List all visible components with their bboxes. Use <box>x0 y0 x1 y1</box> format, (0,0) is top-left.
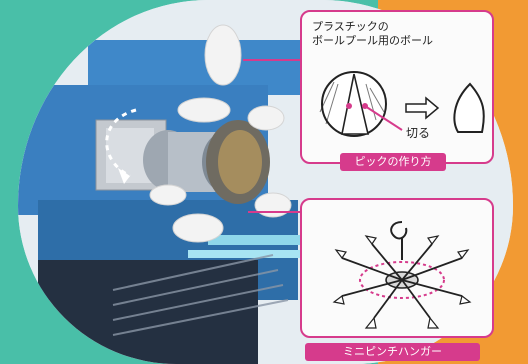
ball-diagram <box>319 71 485 137</box>
callout-title: プラスチックの ボールプール用のボール <box>312 20 433 48</box>
pipe-1 <box>208 235 328 245</box>
pin-clips <box>332 235 472 329</box>
pick-shape-icon <box>453 82 485 133</box>
arrow-icon <box>405 96 440 120</box>
banner-pick: ピックの作り方 <box>340 153 446 171</box>
callout-ball-pick: プラスチックの ボールプール用のボール 切る <box>300 10 494 164</box>
fan-hub-inner <box>218 130 262 194</box>
motion-arrow <box>118 168 130 184</box>
cut-label: 切る <box>406 126 431 140</box>
pipe-2 <box>188 250 328 258</box>
cut-point-1 <box>346 103 352 109</box>
callout-title-line1: プラスチックの <box>312 20 389 33</box>
grill <box>112 254 289 336</box>
cut-pointer <box>364 105 403 131</box>
pins <box>341 243 463 319</box>
hanger-ring <box>359 261 445 299</box>
banner-hanger: ミニピンチハンガー <box>305 343 480 361</box>
hanger-diagram <box>332 221 472 329</box>
callout-title-line2: ボールプール用のボール <box>312 34 433 47</box>
hook-icon <box>390 221 408 240</box>
callout-hanger <box>300 198 494 338</box>
hatching <box>319 81 385 125</box>
motion-arc <box>105 108 137 178</box>
